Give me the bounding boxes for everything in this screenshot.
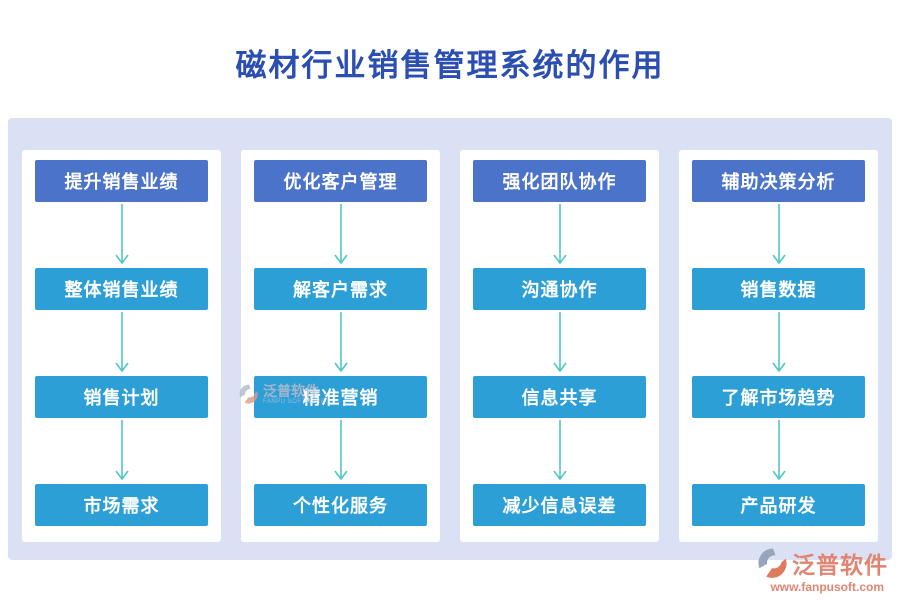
flow-box: 信息共享 bbox=[473, 376, 646, 418]
arrow-down-icon bbox=[771, 312, 786, 373]
flow-box: 精准营销 bbox=[254, 376, 427, 418]
flow-column-1: 提升销售业绩 整体销售业绩 销售计划 市场需求 bbox=[22, 150, 221, 542]
flow-columns: 提升销售业绩 整体销售业绩 销售计划 市场需求 优化客户管理 解客户需求 精准营… bbox=[22, 150, 878, 542]
arrow-down-icon bbox=[771, 420, 786, 481]
flow-column-4: 辅助决策分析 销售数据 了解市场趋势 产品研发 bbox=[679, 150, 878, 542]
arrow-down-icon bbox=[552, 420, 567, 481]
flow-column-2: 优化客户管理 解客户需求 精准营销 个性化服务 bbox=[241, 150, 440, 542]
brand-name: 泛普软件 bbox=[792, 552, 888, 579]
flow-box-header: 优化客户管理 bbox=[254, 160, 427, 202]
diagram-panel: 提升销售业绩 整体销售业绩 销售计划 市场需求 优化客户管理 解客户需求 精准营… bbox=[8, 118, 892, 560]
arrow-down-icon bbox=[333, 204, 348, 265]
flow-box: 了解市场趋势 bbox=[692, 376, 865, 418]
flow-box-header: 提升销售业绩 bbox=[35, 160, 208, 202]
flow-box: 个性化服务 bbox=[254, 484, 427, 526]
flow-box: 解客户需求 bbox=[254, 268, 427, 310]
flow-box: 销售计划 bbox=[35, 376, 208, 418]
fanpu-swirl-icon bbox=[758, 548, 787, 578]
arrow-down-icon bbox=[771, 204, 786, 265]
page-title: 磁材行业销售管理系统的作用 bbox=[235, 48, 665, 84]
arrow-down-icon bbox=[552, 312, 567, 373]
flow-box-header: 辅助决策分析 bbox=[692, 160, 865, 202]
flow-box: 减少信息误差 bbox=[473, 484, 646, 526]
brand-url: www.fanpusoft.com bbox=[770, 580, 884, 594]
flow-box-header: 强化团队协作 bbox=[473, 160, 646, 202]
flow-column-3: 强化团队协作 沟通协作 信息共享 减少信息误差 bbox=[460, 150, 659, 542]
flow-box: 产品研发 bbox=[692, 484, 865, 526]
arrow-down-icon bbox=[114, 204, 129, 265]
flow-box: 销售数据 bbox=[692, 268, 865, 310]
arrow-down-icon bbox=[114, 312, 129, 373]
arrow-down-icon bbox=[333, 312, 348, 373]
arrow-down-icon bbox=[114, 420, 129, 481]
fanpu-logo: 泛普软件 www.fanpusoft.com bbox=[756, 546, 888, 594]
arrow-down-icon bbox=[552, 204, 567, 265]
flow-box: 市场需求 bbox=[35, 484, 208, 526]
flow-box: 沟通协作 bbox=[473, 268, 646, 310]
arrow-down-icon bbox=[333, 420, 348, 481]
flow-box: 整体销售业绩 bbox=[35, 268, 208, 310]
